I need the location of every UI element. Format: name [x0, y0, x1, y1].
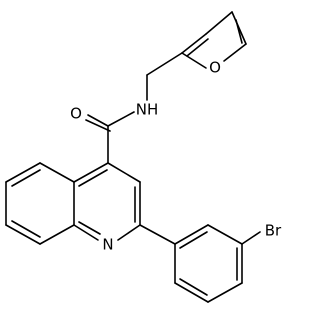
bromophenyl-ring	[174, 224, 261, 303]
bond-carbonyl-o	[87, 114, 109, 127]
bond-ph-c1-c2	[174, 224, 209, 245]
bond-carbonyl-o-double	[85, 119, 111, 132]
bond-n1-c8a	[73, 224, 99, 241]
bond-n1-c8a-double	[78, 221, 101, 235]
bond-furan-c2-c3-double	[186, 38, 209, 57]
bond-c2-ch2	[146, 52, 183, 76]
bond-furan-o-c2	[181, 52, 207, 69]
bond-furan-c4-c5	[231, 11, 247, 45]
bond-c2-n1	[117, 224, 141, 241]
bond-furan-c5-o	[223, 43, 247, 62]
bond-furan-c2-c3	[181, 33, 207, 54]
bond-c4a-c5	[39, 162, 75, 183]
atom-label-bromine: Br	[265, 222, 282, 240]
atom-label-carbonyl-oxygen: O	[70, 105, 82, 123]
bond-furan-c3-c4	[205, 11, 233, 35]
benzo-ring	[5, 162, 75, 245]
bond-c4a-c4-double	[78, 169, 108, 187]
bond-furan-c4-c5-double	[235, 19, 243, 44]
bond-ph-c1-c2-double	[179, 231, 208, 249]
bond-ph-c4-c5	[207, 282, 243, 303]
bond-c7-c8-double	[11, 220, 41, 238]
atom-label-quinoline-nitrogen: N	[102, 236, 113, 254]
molecule-svg: O NH O N Br	[5, 11, 282, 303]
atom-label-amide-nitrogen: NH	[136, 101, 159, 119]
bond-c2-phenyl	[139, 224, 176, 245]
bond-c4a-c4	[73, 162, 109, 183]
furan-ring	[181, 11, 247, 69]
bond-c3-br	[241, 231, 261, 245]
bond-c5-c6-double	[11, 169, 41, 187]
bond-ph-c5-c6	[174, 282, 209, 303]
bond-ph-c2-c3	[207, 224, 243, 245]
atom-label-furan-oxygen: O	[209, 59, 221, 77]
structure-diagram: O NH O N Br	[5, 11, 282, 303]
bond-c4-c3	[107, 162, 141, 183]
bond-c8-c8a	[39, 224, 75, 245]
pyridine-ring	[73, 162, 141, 241]
bond-ph-c5-c6-double	[179, 278, 208, 296]
bond-c7-c8	[5, 224, 41, 245]
bond-c5-c6	[5, 162, 41, 183]
bond-nh-carbonyl	[107, 111, 135, 127]
